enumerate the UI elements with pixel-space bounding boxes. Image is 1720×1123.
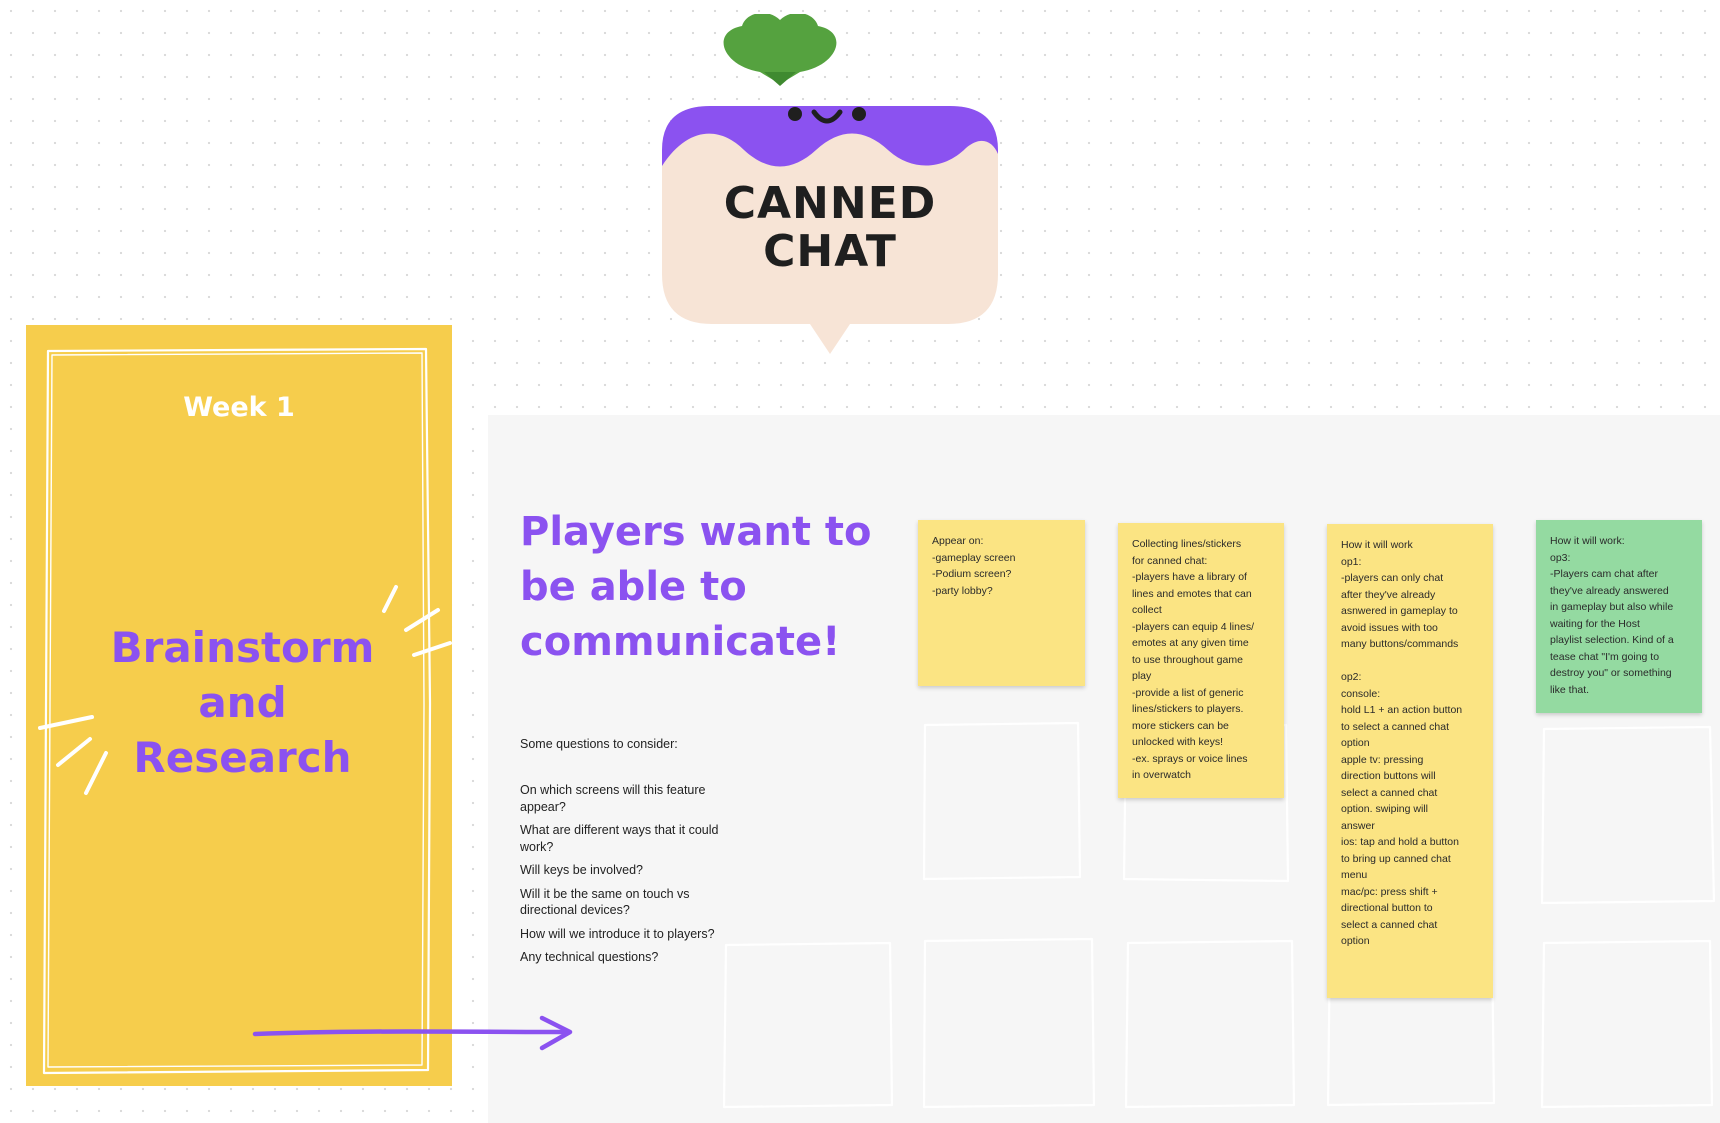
list-item: What are different ways that it could wo… bbox=[520, 823, 719, 854]
week-card[interactable] bbox=[26, 325, 452, 1086]
questions-intro: Some questions to consider: bbox=[520, 737, 678, 751]
sticky-note-appear-on[interactable]: Appear on: -gameplay screen -Podium scre… bbox=[918, 520, 1085, 686]
questions-list: On which screens will this feature appea… bbox=[520, 782, 720, 973]
smiley-face-icon bbox=[788, 107, 866, 124]
sticky-note-collecting-lines[interactable]: Collecting lines/stickers for canned cha… bbox=[1118, 523, 1284, 798]
week-title: Week 1 bbox=[183, 392, 295, 423]
speech-bubble-body bbox=[662, 106, 998, 354]
canned-chat-logo bbox=[662, 14, 998, 354]
speech-bubble-cap bbox=[662, 106, 998, 167]
arrow-right-icon bbox=[252, 1015, 573, 1051]
leaf-icon bbox=[723, 14, 837, 86]
list-item: On which screens will this feature appea… bbox=[520, 783, 706, 814]
list-item: Will it be the same on touch vs directio… bbox=[520, 886, 690, 918]
brainstorm-board[interactable] bbox=[488, 415, 1720, 1123]
week-subtitle: Brainstorm and Research bbox=[110, 623, 375, 782]
sticky-note-how-it-works-op3[interactable]: How it will work: op3: -Players cam chat… bbox=[1536, 520, 1702, 713]
list-item: Will keys be involved? bbox=[520, 863, 643, 877]
logo-title: CANNED CHAT bbox=[723, 178, 937, 277]
week-card-sketch-decoration bbox=[38, 347, 452, 1075]
sticky-note-how-it-works-op1-op2[interactable]: How it will work op1: -players can only … bbox=[1327, 524, 1493, 998]
list-item: Any technical questions? bbox=[520, 950, 659, 964]
list-item: How will we introduce it to players? bbox=[520, 926, 715, 941]
board-title: Players want to be able to communicate! bbox=[520, 509, 872, 665]
